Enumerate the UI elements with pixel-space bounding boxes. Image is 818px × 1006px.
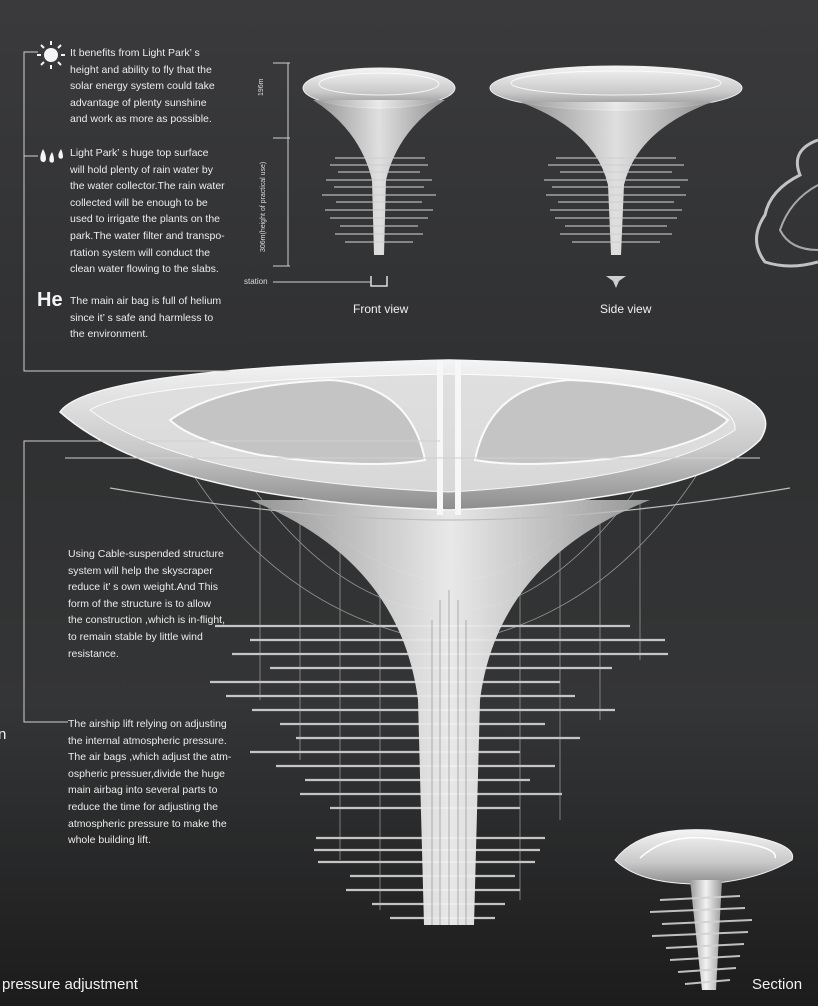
dimension-top-height: 196m — [258, 78, 265, 96]
note-line: advantage of plenty sunshine — [70, 96, 207, 109]
dimension-lines — [273, 62, 371, 283]
water-note: Light Park’ s huge top surface will hold… — [70, 145, 225, 278]
note-line: Using Cable-suspended structure — [68, 548, 224, 560]
dimension-practical-height: 306m(height of practical use) — [260, 161, 267, 252]
note-line: since it’ s safe and harmless to — [70, 311, 214, 324]
pressure-adjustment-title: pressure adjustment — [2, 976, 138, 993]
cable-structure-note: Using Cable-suspended structure system w… — [68, 546, 225, 662]
note-line: clean water flowing to the slabs. — [70, 263, 219, 276]
note-line: main airbag into several parts to — [68, 784, 218, 797]
note-line: park.The water filter and transpo- — [70, 229, 225, 242]
note-line: to remain stable by little wind — [68, 630, 203, 643]
front-view-label: Front view — [353, 302, 409, 316]
front-view-drawing — [302, 67, 456, 287]
note-line: rtation system will conduct the — [70, 246, 211, 259]
note-line: the internal atmospheric pressure. — [68, 734, 227, 747]
note-line: solar energy system could take — [70, 80, 215, 93]
side-view-label: Side view — [600, 302, 652, 316]
note-line: The air bags ,which adjust the atm- — [68, 751, 232, 764]
cropped-label-letter: n — [0, 726, 7, 743]
leader-lines — [23, 51, 440, 723]
note-line: It benefits from Light Park’ s — [70, 47, 200, 59]
note-line: The main air bag is full of helium — [70, 295, 222, 307]
section-title: Section — [752, 976, 803, 993]
note-line: reduce the time for adjusting the — [68, 800, 219, 813]
note-line: Light Park’ s huge top surface — [70, 147, 209, 159]
note-line: will hold plenty of rain water by — [70, 163, 213, 176]
note-line: height and ability to fly that the — [70, 63, 212, 76]
note-line: form of the structure is to allow — [68, 597, 211, 610]
note-line: and work as more as possible. — [70, 113, 212, 126]
note-line: reduce it’ s own weight.And This — [68, 581, 218, 594]
water-drops-icon — [37, 147, 67, 165]
note-line: the environment. — [70, 328, 149, 341]
note-line: ospheric pressuer,divide the huge — [68, 767, 226, 780]
airship-lift-note: The airship lift relying on adjusting th… — [68, 716, 231, 849]
helium-symbol: He — [37, 289, 63, 311]
main-elevation-drawing — [59, 359, 791, 925]
helium-note: The main air bag is full of helium since… — [70, 293, 221, 343]
station-label: station — [244, 277, 268, 286]
side-view-drawing — [489, 65, 743, 288]
note-line: system will help the skyscraper — [68, 564, 213, 577]
solar-note: It benefits from Light Park’ s height an… — [70, 45, 215, 128]
section-drawing — [614, 829, 794, 990]
sun-icon — [36, 40, 66, 70]
note-line: atmospheric pressure to make the — [68, 817, 227, 830]
note-line: resistance. — [68, 647, 119, 660]
note-line: used to irrigate the plants on the — [70, 213, 221, 226]
partial-perspective-drawing — [755, 138, 818, 268]
note-line: The airship lift relying on adjusting — [68, 718, 227, 730]
note-line: the construction ,which is in-flight, — [68, 614, 225, 627]
note-line: collected will be enough to be — [70, 196, 208, 209]
note-line: the water collector.The rain water — [70, 180, 225, 193]
note-line: whole building lift. — [68, 834, 151, 847]
